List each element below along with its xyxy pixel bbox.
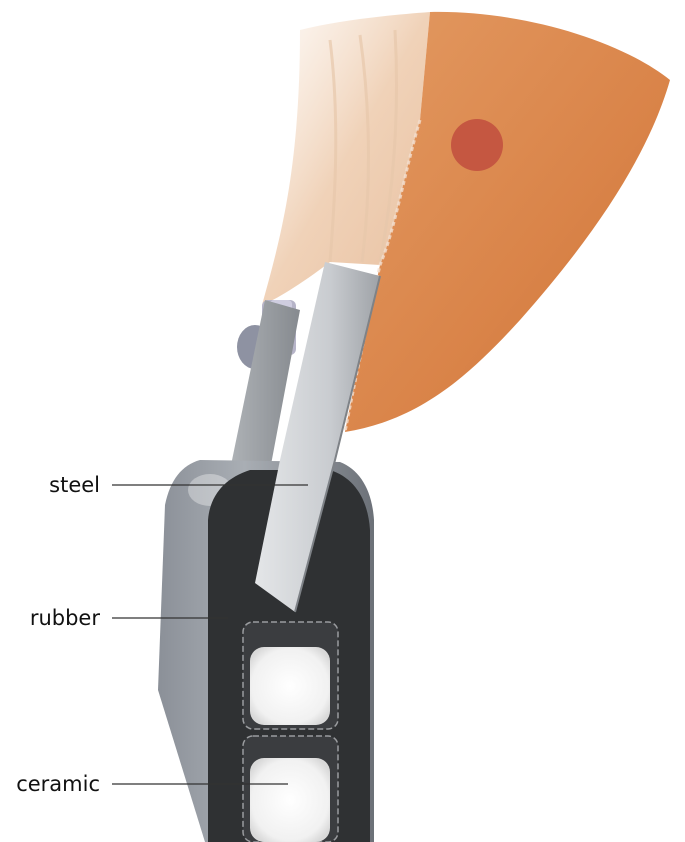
tissue-spot xyxy=(451,119,503,171)
label-steel: steel xyxy=(49,473,100,497)
ceramic-block-top xyxy=(243,622,338,729)
ceramic-block-bottom xyxy=(243,736,338,842)
label-rubber: rubber xyxy=(30,606,101,630)
label-ceramic: ceramic xyxy=(16,772,100,796)
